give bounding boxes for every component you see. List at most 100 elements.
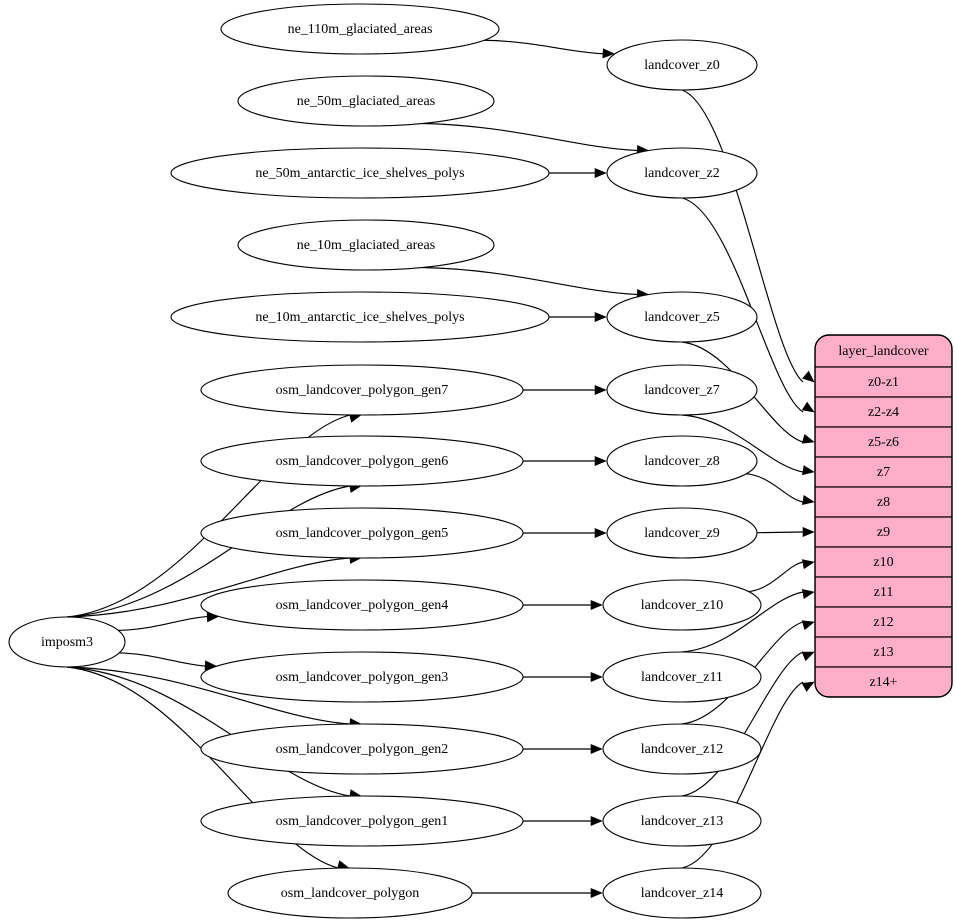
node-label: ne_50m_glaciated_areas xyxy=(297,94,435,109)
node-osm-source[interactable]: osm_landcover_polygon_gen5 xyxy=(200,507,524,559)
node-label: landcover_z12 xyxy=(641,742,723,757)
node-shape xyxy=(200,579,524,631)
edge-line xyxy=(681,414,804,473)
node-shape xyxy=(237,219,495,271)
edge-arrowhead xyxy=(802,465,815,476)
node-landcover-table[interactable]: landcover_z10 xyxy=(602,579,762,631)
node-label: landcover_z10 xyxy=(641,598,723,613)
edge-line xyxy=(484,39,604,55)
edge xyxy=(523,743,603,755)
node-landcover-table[interactable]: landcover_z11 xyxy=(602,651,762,703)
table-row[interactable] xyxy=(815,606,952,638)
table-header-label: layer_landcover xyxy=(838,344,929,359)
edge xyxy=(746,473,815,505)
node-label: osm_landcover_polygon_gen1 xyxy=(276,814,449,829)
edge xyxy=(118,612,220,632)
edge xyxy=(523,815,603,827)
node-landcover-table[interactable]: landcover_z13 xyxy=(602,795,762,847)
node-osm-source[interactable]: osm_landcover_polygon_gen2 xyxy=(200,723,524,775)
node-label: landcover_z5 xyxy=(644,310,719,325)
table-row-label: z13 xyxy=(873,645,893,660)
table-row[interactable] xyxy=(815,366,952,398)
table-row[interactable] xyxy=(815,666,952,697)
node-osm-source[interactable]: osm_landcover_polygon_gen3 xyxy=(200,651,524,703)
node-landcover-table[interactable]: landcover_z5 xyxy=(606,291,758,343)
table-row[interactable] xyxy=(815,546,952,578)
node-label: osm_landcover_polygon_gen2 xyxy=(276,742,449,757)
edge-line xyxy=(681,197,804,413)
node-shape xyxy=(200,651,524,703)
edge xyxy=(421,266,650,300)
node-natural-earth-source[interactable]: ne_10m_glaciated_areas xyxy=(237,219,495,271)
edge xyxy=(523,599,603,611)
node-landcover-table[interactable]: landcover_z7 xyxy=(606,364,758,416)
node-shape xyxy=(170,291,550,343)
node-shape xyxy=(606,39,758,91)
edge-arrowhead xyxy=(594,527,607,539)
node-osm-source[interactable]: osm_landcover_polygon xyxy=(227,867,473,919)
node-shape xyxy=(606,507,758,559)
edge-line xyxy=(756,531,804,534)
node-osm-source[interactable]: osm_landcover_polygon_gen6 xyxy=(200,435,524,487)
edge-line xyxy=(746,473,804,503)
node-natural-earth-source[interactable]: ne_110m_glaciated_areas xyxy=(220,3,500,55)
node-shape xyxy=(200,795,524,847)
edge-arrowhead xyxy=(801,620,815,631)
node-label: landcover_z2 xyxy=(644,166,719,181)
edge-line xyxy=(119,652,206,667)
edge xyxy=(549,167,607,179)
node-landcover-table[interactable]: landcover_z8 xyxy=(606,435,758,487)
table-row[interactable] xyxy=(815,426,952,458)
node-label: ne_10m_antarctic_ice_shelves_polys xyxy=(255,310,464,325)
edge-line xyxy=(421,266,638,296)
node-shape xyxy=(237,75,495,127)
node-label: landcover_z9 xyxy=(644,526,719,541)
table-row-label: z7 xyxy=(877,465,890,480)
node-label: ne_10m_glaciated_areas xyxy=(297,238,435,253)
node-label: landcover_z11 xyxy=(641,670,723,685)
table-row-label: z10 xyxy=(873,555,893,570)
node-natural-earth-source[interactable]: ne_50m_antarctic_ice_shelves_polys xyxy=(170,147,550,199)
node-label: landcover_z14 xyxy=(641,886,723,901)
node-shape xyxy=(227,867,473,919)
node-shape xyxy=(200,507,524,559)
edge-arrowhead xyxy=(590,887,603,899)
edge-arrowhead xyxy=(801,401,815,413)
edge-line xyxy=(66,485,351,618)
table-row[interactable] xyxy=(815,396,952,428)
node-label: landcover_z7 xyxy=(644,383,719,398)
node-osm-source[interactable]: osm_landcover_polygon_gen1 xyxy=(200,795,524,847)
node-landcover-table[interactable]: landcover_z9 xyxy=(606,507,758,559)
node-label: osm_landcover_polygon_gen6 xyxy=(276,454,449,469)
node-landcover-table[interactable]: landcover_z12 xyxy=(602,723,762,775)
node-shape xyxy=(606,291,758,343)
table-row-label: z12 xyxy=(873,615,893,630)
edge-arrowhead xyxy=(594,384,607,396)
edge xyxy=(523,671,603,683)
node-shape xyxy=(602,867,762,919)
node-landcover-table[interactable]: landcover_z2 xyxy=(606,147,758,199)
node-label: ne_110m_glaciated_areas xyxy=(288,22,433,37)
edge xyxy=(549,311,607,323)
node-label: osm_landcover_polygon_gen7 xyxy=(276,383,449,398)
node-osm-source[interactable]: osm_landcover_polygon_gen4 xyxy=(200,579,524,631)
node-shape xyxy=(602,651,762,703)
node-natural-earth-source[interactable]: ne_10m_antarctic_ice_shelves_polys xyxy=(170,291,550,343)
table-row-label: z0-z1 xyxy=(868,375,899,390)
table-row-label: z14+ xyxy=(869,675,897,690)
node-landcover-table[interactable]: landcover_z14 xyxy=(602,867,762,919)
edge-arrowhead xyxy=(801,651,815,662)
node-shape xyxy=(602,795,762,847)
edge xyxy=(484,39,615,59)
node-natural-earth-source[interactable]: ne_50m_glaciated_areas xyxy=(237,75,495,127)
node-imposm3[interactable]: imposm3 xyxy=(8,616,126,668)
node-shape xyxy=(606,147,758,199)
edge-arrowhead xyxy=(801,495,815,505)
node-shape xyxy=(170,147,550,199)
node-landcover-table[interactable]: landcover_z0 xyxy=(606,39,758,91)
layer-landcover-table: layer_landcoverz0-z1z2-z4z5-z6z7z8z9z10z… xyxy=(814,334,953,698)
node-label: imposm3 xyxy=(41,635,93,650)
node-osm-source[interactable]: osm_landcover_polygon_gen7 xyxy=(200,364,524,416)
table-row[interactable] xyxy=(815,576,952,608)
